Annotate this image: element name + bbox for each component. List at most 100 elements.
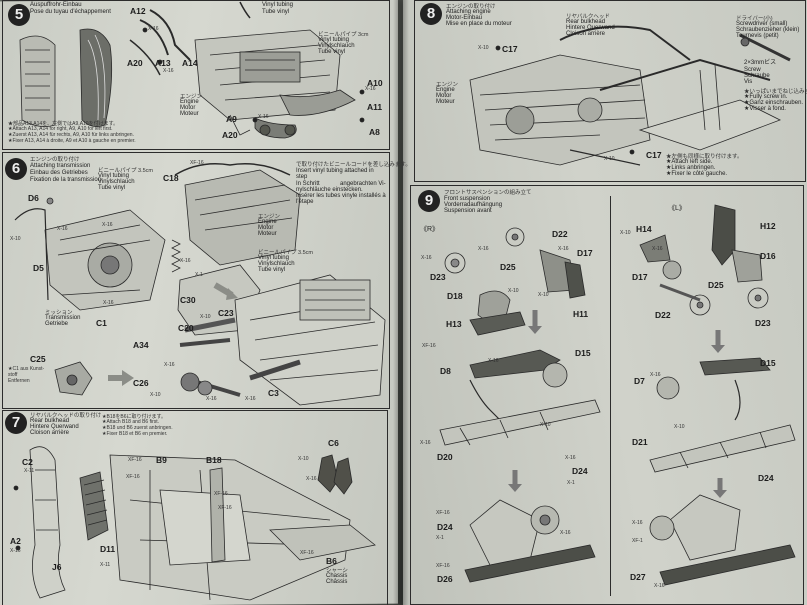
tube-top-label: Tube vinyl [262,9,290,15]
screw-label: X-16 [164,362,175,368]
screw-spec-line: Screw [744,67,761,73]
engine-jp-label: エンジン [180,94,203,100]
step-6-frame [2,152,390,409]
step-5-part-label: A13 [155,58,171,68]
tube-label: Tube vinyl [98,185,126,191]
step-7-title-jp: リヤバルクヘッドの取り付け [30,413,102,419]
tube-label: Vinylschlauch [258,261,295,267]
screw-label: X-16 [10,548,21,554]
fully-label: ★Visser à fond. [744,106,786,112]
step-6-note: nylschläuche einstecken. [296,187,363,193]
step-6-part-label: C25 [30,354,46,364]
right-side-label: 《R》 [420,226,440,233]
step-9-number: 9 [418,190,440,212]
screw-label: XF-16 [128,457,142,463]
fully-jp-label: ★いっぱいまでねじ込みます。 [744,89,807,95]
step-5-part-label: A11 [367,102,383,112]
step-5-part-label: A20 [222,130,238,140]
tube-jp-label: ビニールパイプ 3.5cm [258,250,314,256]
screw-label: X-16 [650,372,661,378]
screw-label: X-16 [632,520,643,526]
screw-label: X-16 [560,530,571,536]
screw-label: X-11 [100,562,111,568]
step-9-l-part: D24 [758,473,774,483]
step-7-part-label: J6 [52,562,62,572]
step-6-part-label: C18 [163,173,179,183]
step-9-l-part: D7 [634,376,645,386]
screw-label: X-16 [558,246,569,252]
step-7-part-label: B9 [156,455,167,465]
step-5-frame [2,0,390,150]
engine-label: Motor [258,225,274,231]
tube-label: Vinyl tubing [98,173,129,179]
engine-label: Engine [180,99,199,105]
screw-label: X-16 [565,455,576,461]
step-9-r-part: D24 [437,522,453,532]
trans-jp-label: ミッション [45,310,73,316]
step-6-note: angebrachten Vi- [340,181,386,187]
step-7-part-label: B18 [206,455,222,465]
left-side-label: ★Attach left side. [666,159,713,165]
step-5-number: 5 [8,4,30,26]
step-7-title-en: Hintere Querwand [30,424,79,430]
step-9-r-part: D24 [572,466,588,476]
screw-label: X-16 [652,246,663,252]
step-8-part-label: C17 [502,44,518,54]
fully-label: ★Ganz einschrauben. [744,100,804,106]
engine-label: Moteur [258,231,277,237]
step-8-title-fr: Mise en place du moteur [446,21,512,27]
screw-label: XF-16 [436,563,450,569]
left-side-label: ★Links anbringen. [666,165,716,171]
tube-label: Vinylschlauch [98,179,135,185]
step-6-part-label: D6 [28,193,39,203]
step-6-title-fr: Fixation de la transmission [30,177,102,183]
step-6-note: Insert vinyl tubing attached in [296,168,374,174]
screw-label: X-1 [436,535,444,541]
step-5-part-label: A20 [127,58,143,68]
screw-label: X-10 [604,156,615,162]
engine-label: Motor [436,93,452,99]
step-9-l-part: D16 [760,251,776,261]
screw-label: X-16 [306,476,317,482]
step-9-l-part: H14 [636,224,652,234]
step-6-part-label: C20 [178,323,194,333]
step-9-r-part: D20 [437,452,453,462]
screw-label: XF-1 [632,538,643,544]
step-9-title-en: Front suspension [444,196,491,202]
screw-label: X-10 [10,236,21,242]
bulkhead-jp-label: リヤバルクヘッド [566,14,610,20]
tube-label: Tube vinyl [258,267,286,273]
step-8-frame [414,0,806,182]
step-6-number: 6 [5,158,27,180]
screw-label: XF-16 [218,505,232,511]
step-7-part-label: D11 [100,544,116,554]
step-5-title-fr: Pose du tuyau d'échappement [30,9,111,15]
step-7-title-en: Cloison arrière [30,430,70,436]
step-9-l-part: H12 [760,221,776,231]
screw-label: X-1 [567,480,575,486]
bulkhead-label: Rear bulkhead [566,19,606,25]
step-7-note: ★B18をB6に取り付けます。 [102,414,166,420]
tube-label: Vinyl tubing [318,37,349,43]
step-7-part-label: C6 [328,438,339,448]
screw-label: X-16 [365,86,376,92]
screw-label: X-16 [420,440,431,446]
step-7-frame [2,410,388,605]
engine-jp-label: エンジン [258,214,281,220]
fully-label: ★Fully screw in. [744,94,788,100]
driver-label: Tournevis (petit) [736,33,779,39]
step-9-l-part: D21 [632,437,648,447]
step-8-part-label: C17 [646,150,662,160]
step-6-side-note: ★C1 aus Kunst- [8,366,45,372]
step-6-note: l'étape [296,199,314,205]
trans-label: Getriebe [45,321,69,327]
screw-label: XF-16 [300,550,314,556]
step-6-title-de: Einbau des Getriebes [30,170,88,176]
step-6-side-note: Entfernen [8,378,30,384]
step-9-r-part: D25 [500,262,516,272]
step-9-title-jp: フロントサスペンションの組み立て [444,190,532,196]
step-5-part-label: A8 [369,127,380,137]
step-6-title-jp: エンジンの取り付け [30,157,80,163]
screw-label: XF-16 [190,160,204,166]
